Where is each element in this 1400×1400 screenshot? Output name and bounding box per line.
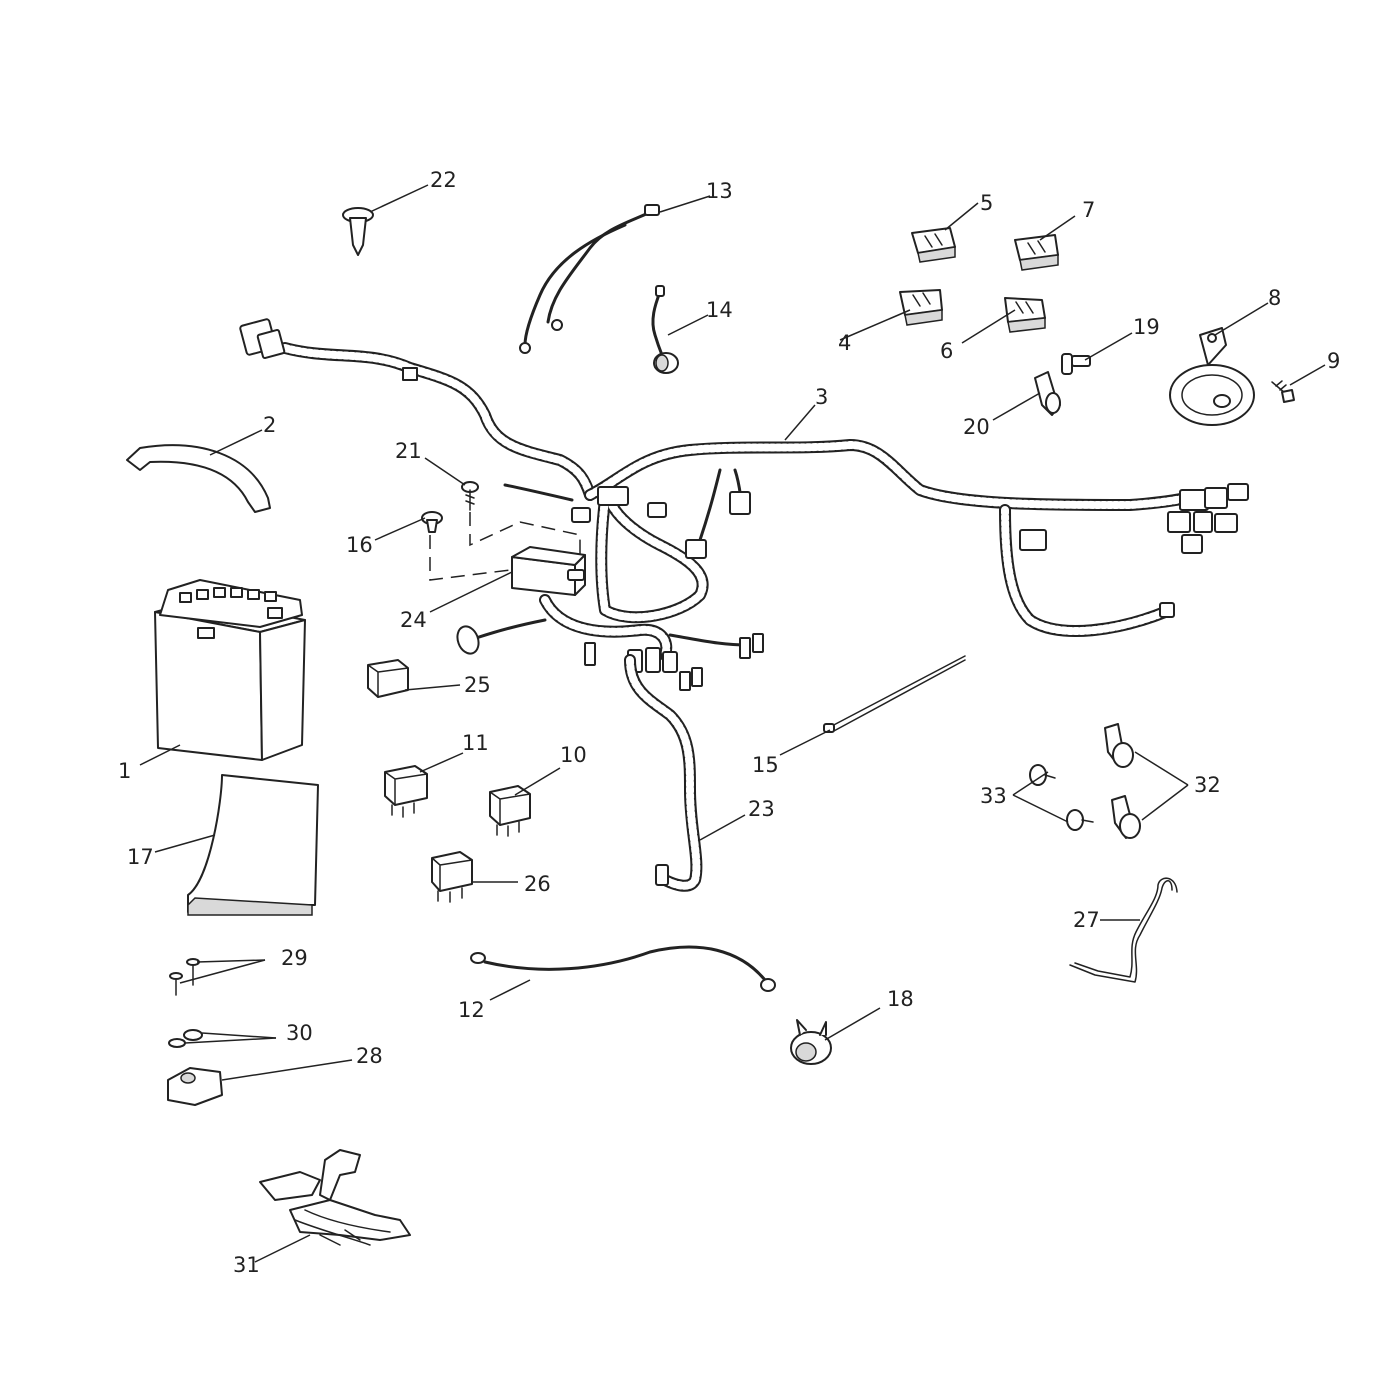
callout-10: 10 [560, 743, 587, 767]
part-4-fuse [899, 289, 943, 326]
part-14-sensor [651, 285, 679, 374]
part-25-relay [367, 659, 409, 698]
part-13-wiring [519, 204, 660, 354]
callout-9: 9 [1327, 349, 1340, 373]
callout-19: 19 [1133, 315, 1160, 339]
callout-3: 3 [815, 385, 828, 409]
part-19-screw [1061, 353, 1091, 375]
part-28-terminal-cover [167, 1067, 223, 1106]
callout-6: 6 [940, 339, 953, 363]
part-26-relay [431, 851, 473, 903]
callout-31: 31 [233, 1253, 260, 1277]
callout-24: 24 [400, 608, 427, 632]
callout-1: 1 [118, 759, 131, 783]
part-15-cable-tie [823, 655, 966, 733]
callout-33: 33 [980, 784, 1007, 808]
callout-21: 21 [395, 439, 422, 463]
callout-25: 25 [464, 673, 491, 697]
part-32-clip-lower [1111, 795, 1141, 839]
callout-14: 14 [706, 298, 733, 322]
callout-20: 20 [963, 415, 990, 439]
part-10-relay [489, 785, 531, 837]
part-22-rivet [342, 207, 374, 256]
callout-15: 15 [752, 753, 779, 777]
part-8-horn [1169, 327, 1255, 426]
part-17-cover [187, 774, 319, 916]
callout-16: 16 [346, 533, 373, 557]
part-18-clip [790, 1019, 832, 1065]
part-33-rivet-lower [1066, 809, 1094, 831]
part-9-bolt [1271, 380, 1295, 403]
part-20-clip [1034, 371, 1061, 416]
callout-18: 18 [887, 987, 914, 1011]
callout-4: 4 [838, 331, 851, 355]
callout-labels: 1 2 3 4 5 6 7 8 9 10 11 12 13 14 15 16 1… [118, 168, 1340, 1277]
part-2-strap [126, 444, 271, 513]
callout-7: 7 [1082, 198, 1095, 222]
callout-26: 26 [524, 872, 551, 896]
callout-32: 32 [1194, 773, 1221, 797]
callout-13: 13 [706, 179, 733, 203]
part-31-bracket [259, 1149, 411, 1246]
part-27-bracket [1069, 877, 1178, 983]
part-12-earth-cable [470, 945, 776, 992]
part-6-fuse [1004, 297, 1046, 333]
part-29-screws [169, 958, 200, 996]
callout-8: 8 [1268, 286, 1281, 310]
callout-30: 30 [286, 1021, 313, 1045]
part-3-main-harness [239, 318, 1249, 691]
callout-27: 27 [1073, 908, 1100, 932]
part-30-washers [168, 1029, 203, 1048]
part-21-screw [461, 481, 479, 511]
part-24-module [429, 512, 586, 596]
part-33-rivet-upper [1029, 764, 1056, 786]
leader-lines [139, 184, 1326, 1263]
part-5-fuse [911, 227, 956, 263]
part-23-sub-harness [624, 654, 703, 892]
callout-12: 12 [458, 998, 485, 1022]
callout-5: 5 [980, 191, 993, 215]
part-11-relay [384, 765, 428, 818]
callout-23: 23 [748, 797, 775, 821]
part-1-battery [154, 579, 306, 761]
part-32-clip-upper [1104, 723, 1134, 768]
part-7-fuse [1014, 234, 1059, 271]
part-16-rivet [421, 511, 443, 533]
callout-22: 22 [430, 168, 457, 192]
callout-28: 28 [356, 1044, 383, 1068]
callout-29: 29 [281, 946, 308, 970]
callout-11: 11 [462, 731, 489, 755]
callout-2: 2 [263, 413, 276, 437]
callout-17: 17 [127, 845, 154, 869]
